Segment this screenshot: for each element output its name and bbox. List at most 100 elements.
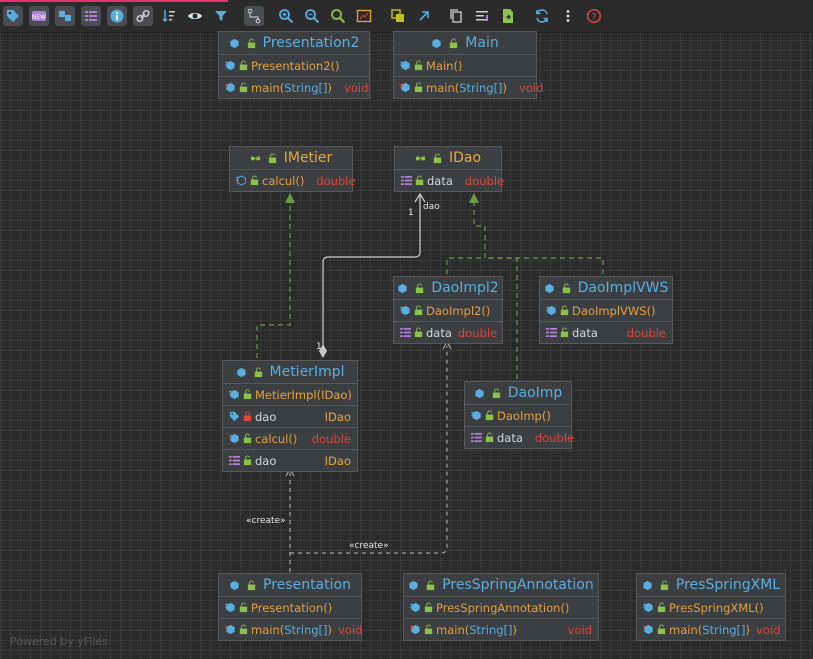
list-icon[interactable]	[81, 6, 101, 26]
constructor-icon	[225, 60, 235, 71]
layers-icon[interactable]	[388, 6, 408, 26]
public-icon	[424, 602, 433, 613]
return-type: double	[626, 325, 666, 340]
member-name: main(	[669, 622, 703, 637]
member-close: )	[502, 80, 508, 95]
route-icon[interactable]	[244, 6, 264, 26]
tag-icon[interactable]	[3, 6, 23, 26]
method-row[interactable]: calcul() double	[223, 428, 357, 450]
class-node-presentation2[interactable]: Presentation2 Presentation2() main(Strin…	[218, 31, 370, 99]
class-icon	[236, 367, 246, 377]
property-row[interactable]: data double	[394, 322, 502, 343]
public-icon	[254, 366, 262, 377]
export-file-icon[interactable]	[498, 6, 518, 26]
public-icon	[250, 175, 259, 186]
method-row[interactable]: main(String[]) void	[637, 619, 785, 640]
return-type: void	[567, 622, 592, 637]
method-row[interactable]: main(String[]) void	[219, 77, 369, 98]
more-icon[interactable]	[558, 6, 578, 26]
class-node-presentation[interactable]: Presentation Presentation() main(String[…	[218, 573, 362, 641]
member-name: PresSpringAnnotation()	[436, 600, 570, 615]
constructor-icon	[643, 602, 653, 613]
method-row[interactable]: main(String[]) void	[394, 77, 543, 98]
cubes-icon[interactable]	[55, 6, 75, 26]
method-row[interactable]: main(String[]) void	[219, 619, 362, 640]
association-role-label: dao	[423, 202, 440, 212]
class-node-presspringxml[interactable]: PresSpringXML PresSpringXML() main(Strin…	[636, 573, 786, 641]
member-name: Presentation2()	[251, 58, 340, 73]
public-icon	[492, 387, 500, 398]
sort-icon[interactable]	[159, 6, 179, 26]
constructor-row[interactable]: DaoImplVWS()	[540, 300, 672, 322]
return-type: void	[344, 80, 369, 95]
constructor-row[interactable]: MetierImpl(IDao)	[223, 384, 357, 406]
class-icon	[409, 580, 418, 590]
constructor-row[interactable]: PresSpringXML()	[637, 597, 785, 619]
class-node-daoimplvws[interactable]: DaoImplVWS DaoImplVWS() data double	[539, 276, 673, 344]
filter-icon[interactable]	[211, 6, 231, 26]
method-icon	[643, 624, 653, 635]
property-row[interactable]: dao IDao	[223, 450, 357, 471]
interface-title: IMetier	[283, 150, 333, 166]
interface-node-idao[interactable]: IDao data double	[394, 146, 504, 192]
class-header: Main	[394, 32, 536, 55]
property-row[interactable]: data double	[540, 322, 672, 343]
format-icon[interactable]	[472, 6, 492, 26]
class-node-metierimpl[interactable]: MetierImpl MetierImpl(IDao) dao IDao cal…	[222, 360, 358, 472]
public-icon	[247, 37, 255, 48]
method-row[interactable]: main(String[]) void	[404, 619, 598, 640]
zoom-out-icon[interactable]	[302, 6, 322, 26]
field-type: IDao	[324, 453, 351, 468]
member-name: main(	[251, 622, 285, 637]
public-icon	[414, 305, 423, 316]
constructor-icon	[400, 60, 410, 71]
class-title: PresSpringAnnotation	[442, 577, 594, 593]
constructor-row[interactable]: Main()	[394, 55, 536, 77]
member-close: )	[327, 80, 333, 95]
interface-node-imetier[interactable]: IMetier calcul() double	[229, 146, 356, 192]
member-name: data	[572, 325, 598, 340]
copy-icon[interactable]	[446, 6, 466, 26]
class-title: DaoImplVWS	[577, 280, 669, 296]
constructor-row[interactable]: Presentation()	[219, 597, 361, 619]
link-icon[interactable]	[133, 6, 153, 26]
member-name: data	[426, 325, 452, 340]
class-node-presspringannotation[interactable]: PresSpringAnnotation PresSpringAnnotatio…	[403, 573, 599, 641]
class-icon	[432, 38, 441, 48]
refresh-icon[interactable]	[532, 6, 552, 26]
constructor-row[interactable]: Presentation2()	[219, 55, 369, 77]
param-type: String[]	[702, 622, 746, 637]
class-title: Main	[465, 35, 499, 51]
multiplicity-bottom: 1	[316, 342, 322, 352]
public-icon	[239, 624, 248, 635]
class-icon	[643, 580, 652, 590]
new-icon[interactable]: NEW	[29, 6, 49, 26]
param-type: String[]	[459, 80, 503, 95]
constructor-row[interactable]: PresSpringAnnotation()	[404, 597, 598, 619]
property-row[interactable]: data double	[395, 170, 504, 191]
help-icon[interactable]: ?	[584, 6, 604, 26]
class-node-main[interactable]: Main Main() main(String[]) void	[393, 31, 543, 99]
class-node-daoimpl2[interactable]: DaoImpl2 DaoImpl2() data double	[393, 276, 503, 344]
eye-icon[interactable]	[185, 6, 205, 26]
method-icon	[229, 433, 239, 444]
class-node-daoimp[interactable]: DaoImp DaoImp() data double	[464, 381, 574, 449]
class-header: PresSpringAnnotation	[404, 574, 598, 597]
export-arrow-icon[interactable]	[414, 6, 434, 26]
property-row[interactable]: data double	[465, 427, 574, 448]
constructor-row[interactable]: DaoImpl2()	[394, 300, 502, 322]
class-header: MetierImpl	[223, 361, 357, 384]
constructor-row[interactable]: DaoImp()	[465, 405, 571, 427]
method-row[interactable]: calcul() double	[230, 170, 356, 191]
member-name: Presentation()	[251, 600, 333, 615]
create-presentation-daoimpl2	[290, 346, 448, 554]
info-icon[interactable]	[107, 6, 127, 26]
screenshot-icon[interactable]	[354, 6, 374, 26]
zoom-in-icon[interactable]	[276, 6, 296, 26]
public-icon	[247, 579, 256, 590]
class-title: PresSpringXML	[675, 577, 781, 593]
field-row[interactable]: dao IDao	[223, 406, 357, 428]
property-icon	[546, 327, 557, 338]
zoom-fit-icon[interactable]	[328, 6, 348, 26]
